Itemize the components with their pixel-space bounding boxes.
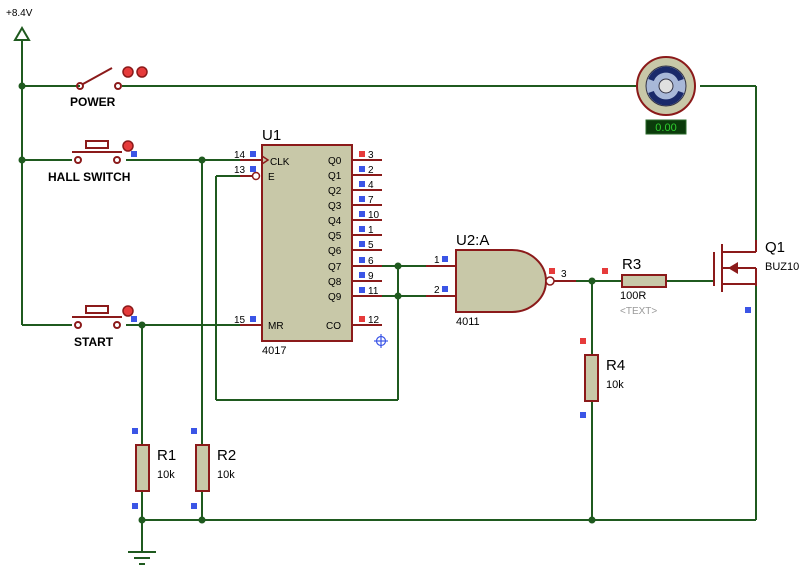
u2-nand-gate[interactable]: U2:A 4011 1 2 3 xyxy=(426,232,576,328)
start-switch[interactable]: START xyxy=(72,305,137,349)
u1-pin-num-co: 12 xyxy=(368,315,380,326)
motor-readout-box xyxy=(645,119,687,135)
r1-value: 10k xyxy=(157,469,175,481)
u1-pin-num-mr: 15 xyxy=(234,315,246,326)
u1-ref: U1 xyxy=(262,127,281,144)
u1-pin-name-q7: Q7 xyxy=(328,262,342,273)
junctions xyxy=(18,82,596,524)
u2-ref: U2:A xyxy=(456,232,489,249)
u2-pin-2: 2 xyxy=(434,285,440,296)
u2-part: 4011 xyxy=(456,316,480,328)
hall-switch-label: HALL SWITCH xyxy=(48,170,130,184)
u1-pin-num-e: 13 xyxy=(234,165,246,176)
u1-pin-name-mr: MR xyxy=(268,321,284,332)
r1-ref: R1 xyxy=(157,447,176,464)
u2-pin-1: 1 xyxy=(434,255,440,266)
u1-pin-num-q0: 3 xyxy=(368,150,374,161)
u1-pin-num-q1: 2 xyxy=(368,165,374,176)
u1-pin-name-q8: Q8 xyxy=(328,277,342,288)
start-switch-state-icon[interactable] xyxy=(122,305,134,317)
r2-ref: R2 xyxy=(217,447,236,464)
u1-pin-name-e: E xyxy=(268,172,275,183)
r3-value: 100R xyxy=(620,290,646,302)
r2-value: 10k xyxy=(217,469,235,481)
q1-part: BUZ10 xyxy=(765,261,799,273)
u1-part: 4017 xyxy=(262,345,286,357)
u1-pin-name-q6: Q6 xyxy=(328,246,342,257)
start-switch-label: START xyxy=(74,335,114,349)
u1-pin-num-q6: 5 xyxy=(368,240,374,251)
motor-rotor-icon xyxy=(645,65,687,107)
u1-pin-num-q3: 7 xyxy=(368,195,374,206)
r2-resistor[interactable]: R2 10k xyxy=(191,428,236,509)
u1-pin-name-q4: Q4 xyxy=(328,216,342,227)
u1-pin-num-q8: 9 xyxy=(368,271,374,282)
u1-pin-name-q3: Q3 xyxy=(328,201,342,212)
r3-ref: R3 xyxy=(622,256,641,273)
r1-resistor[interactable]: R1 10k xyxy=(132,428,176,509)
u1-pin-num-q7: 6 xyxy=(368,256,374,267)
crosshair-icon xyxy=(374,334,388,348)
u1-pin-name-q2: Q2 xyxy=(328,186,342,197)
u1-pin-name-clk: CLK xyxy=(270,157,290,168)
power-switch[interactable]: POWER xyxy=(70,66,148,109)
u1-pin-num-q5: 1 xyxy=(368,225,374,236)
motor-readout: 0.00 xyxy=(655,122,676,134)
supply-terminal[interactable]: +8.4V xyxy=(6,8,33,41)
power-switch-label: POWER xyxy=(70,95,116,109)
motor[interactable]: 0.00 xyxy=(636,56,696,135)
r4-value: 10k xyxy=(606,379,624,391)
e-pin-bubble-icon xyxy=(251,171,261,181)
u1-pin-name-q9: Q9 xyxy=(328,292,342,303)
u2-pin-3: 3 xyxy=(561,269,567,280)
supply-label: +8.4V xyxy=(6,8,33,19)
u1-counter-ic[interactable]: U1 4017 14 CLK 13 E 15 MR xyxy=(234,127,388,357)
power-switch-state-icon[interactable] xyxy=(122,66,134,78)
u1-pin-name-co: CO xyxy=(326,321,341,332)
power-switch-state-icon-2[interactable] xyxy=(136,66,148,78)
u1-pin-num-q9: 11 xyxy=(368,286,379,297)
q1-mosfet[interactable]: Q1 BUZ10 xyxy=(713,239,799,313)
hall-switch-state-icon[interactable] xyxy=(122,140,134,152)
u1-pin-num-clk: 14 xyxy=(234,150,246,161)
ground-icon xyxy=(128,551,156,565)
u1-pin-name-q1: Q1 xyxy=(328,171,342,182)
u1-pin-num-q2: 4 xyxy=(368,180,374,191)
r4-ref: R4 xyxy=(606,357,625,374)
u1-pin-name-q0: Q0 xyxy=(328,156,342,167)
q1-ref: Q1 xyxy=(765,239,785,256)
r4-resistor[interactable]: R4 10k xyxy=(580,338,625,418)
u1-pin-num-q4: 10 xyxy=(368,210,380,221)
r3-text-placeholder: <TEXT> xyxy=(620,306,657,317)
u1-right-pins xyxy=(352,151,382,326)
hall-switch[interactable]: HALL SWITCH xyxy=(48,140,137,184)
r3-resistor[interactable]: R3 100R <TEXT> xyxy=(602,256,667,317)
u1-pin-name-q5: Q5 xyxy=(328,231,342,242)
nand-output-bubble-icon xyxy=(545,276,555,286)
